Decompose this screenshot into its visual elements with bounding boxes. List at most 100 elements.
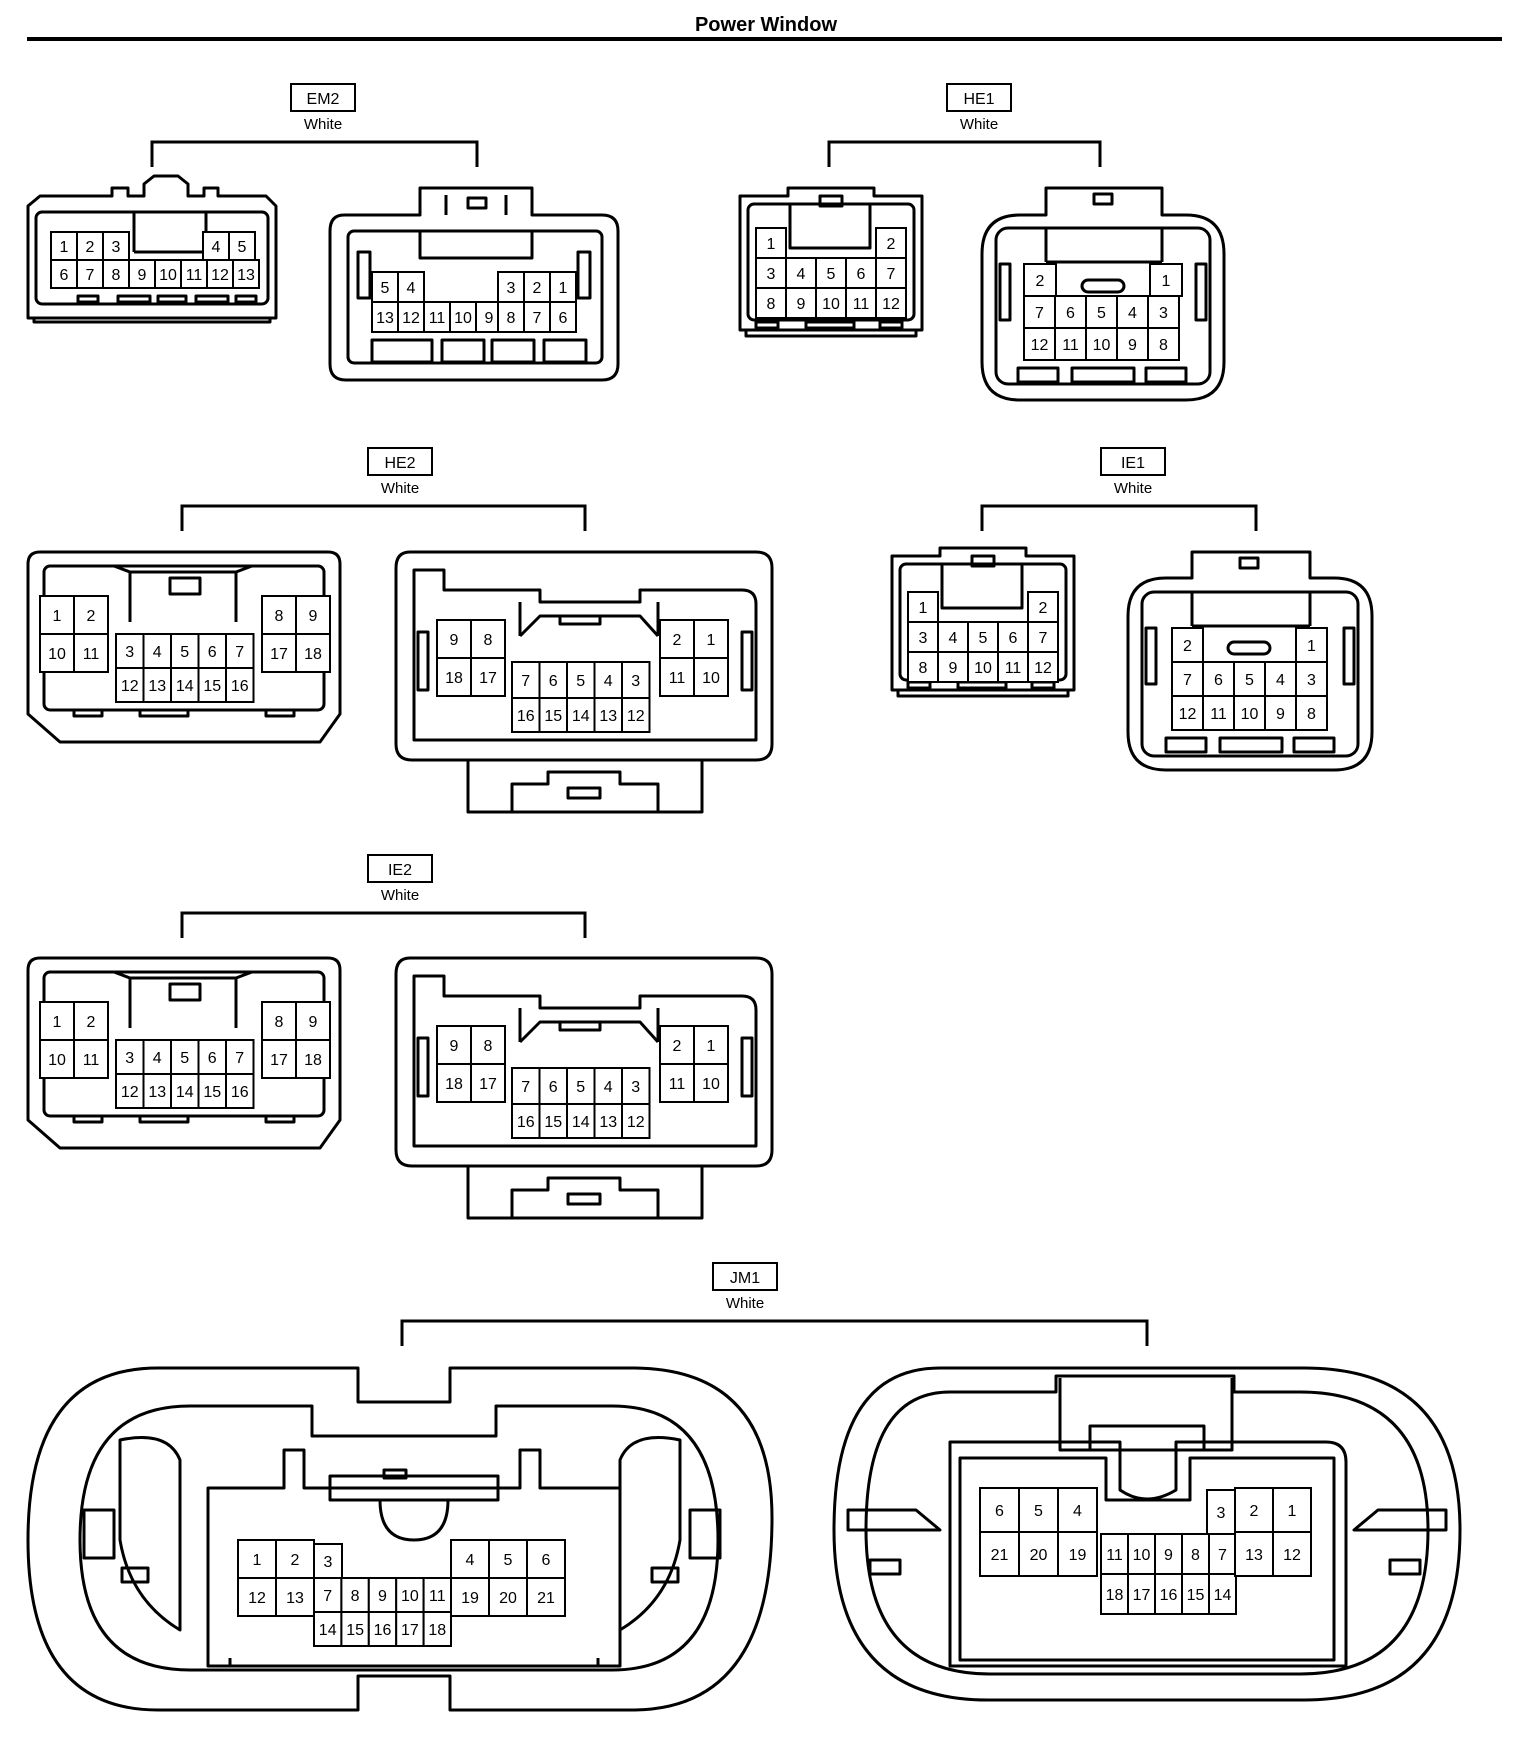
pin-cell: 12 xyxy=(1171,695,1204,731)
jm1-right-center xyxy=(948,1440,1348,1668)
pin-cell: 7 xyxy=(313,1577,343,1613)
pin-number: 12 xyxy=(121,1084,139,1101)
pin-cell: 4 xyxy=(1116,295,1149,329)
pin-number: 11 xyxy=(853,296,870,313)
pin-number: 9 xyxy=(1164,1547,1173,1564)
pin-number: 2 xyxy=(533,280,542,297)
pin-number: 17 xyxy=(270,1052,288,1069)
pin-cell: 10 xyxy=(395,1577,425,1613)
pin-number: 6 xyxy=(1066,305,1075,322)
title-rule xyxy=(27,37,1502,41)
pin-cell: 13 xyxy=(232,259,260,289)
pin-cell: 10 xyxy=(154,259,182,289)
pin-box xyxy=(693,1063,729,1103)
pin-cell: 15 xyxy=(538,697,568,733)
pin-number: 10 xyxy=(159,267,177,284)
pin-box xyxy=(371,271,399,303)
connector-labels: EM2WhiteHE1WhiteHE2WhiteIE1WhiteIE2White… xyxy=(150,83,1258,1346)
pin-number: 15 xyxy=(1187,1587,1205,1604)
pin-cell: 1 xyxy=(237,1539,277,1579)
pin-number: 20 xyxy=(1030,1547,1048,1564)
pin-number: 6 xyxy=(559,310,568,327)
pin-box xyxy=(488,1539,528,1579)
pin-cell: 16 xyxy=(367,1611,398,1647)
pin-cell: 3 xyxy=(102,231,130,261)
pin-number: 18 xyxy=(445,1076,463,1093)
pin-number: 8 xyxy=(919,660,928,677)
em2-right-slot-2 xyxy=(440,338,486,364)
pin-number: 13 xyxy=(148,1084,166,1101)
pin-number: 5 xyxy=(1245,672,1254,689)
pin-box xyxy=(1027,651,1059,683)
pin-number: 18 xyxy=(304,1052,322,1069)
he1-left-footer xyxy=(744,330,918,338)
pin-box xyxy=(295,1039,331,1079)
pin-box xyxy=(967,621,999,653)
connector-bracket xyxy=(400,1319,1149,1346)
pin-number: 13 xyxy=(599,708,617,725)
ie1-left-housing xyxy=(890,546,1076,692)
pin-box xyxy=(225,667,255,703)
pin-number: 3 xyxy=(767,266,776,283)
pin-cell: 8 xyxy=(497,301,525,333)
pin-cell: 9 xyxy=(295,595,331,635)
pin-cell: 5 xyxy=(228,231,256,261)
pin-cell: 13 xyxy=(275,1577,315,1617)
pin-cell: 6 xyxy=(1054,295,1087,329)
pin-cell: 3 xyxy=(621,661,651,699)
pin-cell: 12 xyxy=(621,697,651,733)
pin-number: 19 xyxy=(461,1590,479,1607)
pin-number: 12 xyxy=(1179,706,1197,723)
pin-cell: 16 xyxy=(225,667,255,703)
pin-box xyxy=(511,1103,541,1139)
connector-bracket xyxy=(980,504,1258,531)
pin-number: 10 xyxy=(48,1052,66,1069)
pin-box xyxy=(295,1001,331,1041)
pin-number: 6 xyxy=(549,673,558,690)
pin-cell: 7 xyxy=(225,633,255,669)
pin-cell: 7 xyxy=(1027,621,1059,653)
pin-cell: 17 xyxy=(470,657,506,697)
pin-cell: 10 xyxy=(693,657,729,697)
pin-box xyxy=(450,1539,490,1579)
pin-cell: 21 xyxy=(979,1531,1020,1577)
pin-cell: 13 xyxy=(142,1073,172,1109)
jm1-left-inner xyxy=(78,1404,720,1672)
pin-number: 14 xyxy=(176,1084,194,1101)
pin-cell: 14 xyxy=(170,667,200,703)
pin-cell: 18 xyxy=(1100,1573,1129,1615)
pin-number: 2 xyxy=(291,1552,300,1569)
pin-box xyxy=(470,1063,506,1103)
pin-box xyxy=(785,287,817,319)
em2-left-inner xyxy=(34,210,270,306)
pin-cell: 17 xyxy=(395,1611,425,1647)
pin-number: 7 xyxy=(533,310,542,327)
pin-cell: 18 xyxy=(295,1039,331,1079)
pin-number: 4 xyxy=(1073,1503,1082,1520)
pin-number: 13 xyxy=(376,310,394,327)
connector-code: IE2 xyxy=(388,862,412,879)
pin-cell: 1 xyxy=(755,227,787,259)
pin-cell: 3 xyxy=(1147,295,1180,329)
pin-cell: 8 xyxy=(102,259,130,289)
pin-cell: 6 xyxy=(538,1067,568,1105)
em2-left-latch xyxy=(132,212,208,254)
pin-cell: 8 xyxy=(470,1025,506,1065)
pin-number: 8 xyxy=(484,632,493,649)
pin-number: 2 xyxy=(1250,1503,1259,1520)
ie1-left-footer xyxy=(896,690,1070,698)
pin-number: 16 xyxy=(517,1114,535,1131)
pin-number: 2 xyxy=(87,1014,96,1031)
pin-number: 2 xyxy=(1039,600,1048,617)
he2-right-tab-lock xyxy=(566,786,602,800)
pin-box xyxy=(371,301,399,333)
pin-number: 3 xyxy=(112,239,121,256)
pin-number: 11 xyxy=(186,267,203,284)
pin-number: 1 xyxy=(1307,638,1316,655)
pin-box xyxy=(73,1001,109,1041)
pin-cell: 19 xyxy=(1057,1531,1098,1577)
pin-number: 5 xyxy=(576,1079,585,1096)
pin-box xyxy=(470,619,506,659)
